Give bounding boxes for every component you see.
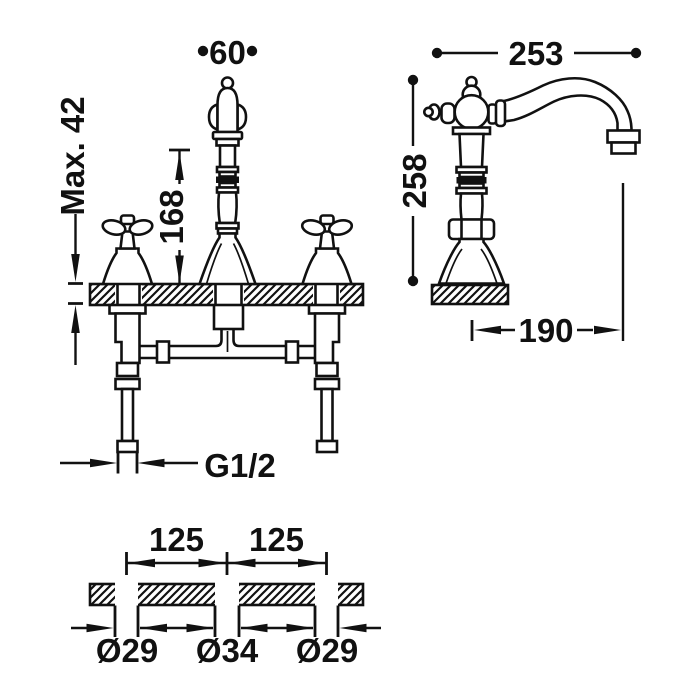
- bridge-pipe: [135, 329, 320, 364]
- dim-label-hole-left: Ø29: [96, 632, 158, 669]
- spout-column-side: [422, 75, 641, 285]
- aerator: [606, 129, 641, 144]
- dim-label-total-width: 253: [508, 35, 563, 72]
- dim-total-height: 258: [396, 74, 434, 287]
- right-underdeck-valve: [307, 303, 347, 454]
- dim-label-pitch-left: 125: [149, 521, 204, 558]
- dim-hole-diameters: Ø29 Ø34 Ø29: [71, 605, 381, 669]
- countertop-section-side: [430, 283, 510, 306]
- spout-arm: [502, 76, 633, 132]
- right-handle: [300, 214, 354, 286]
- hole-center: [215, 581, 239, 608]
- spout-column-front: [197, 76, 258, 286]
- hole-left: [115, 581, 138, 608]
- dim-label-hole-right: Ø29: [296, 632, 358, 669]
- dim-label-top-width: 60: [209, 34, 246, 71]
- dim-dot: [197, 45, 209, 57]
- left-underdeck-valve: [108, 303, 147, 454]
- dim-label-max-thickness: Max. 42: [54, 96, 91, 215]
- dimensions: 60 Max. 42 168 G1/2: [54, 34, 642, 669]
- dim-thread: G1/2: [60, 447, 276, 484]
- dim-label-spout-height: 168: [153, 189, 190, 244]
- dim-dot: [246, 45, 258, 57]
- center-shank: [212, 303, 245, 331]
- dim-max-thickness: Max. 42: [54, 96, 91, 365]
- valve-body-side: [453, 93, 490, 131]
- dim-total-width: 253: [431, 35, 642, 72]
- dim-label-spout-reach: 190: [518, 312, 573, 349]
- plan-view: [88, 581, 365, 608]
- dim-label-thread: G1/2: [204, 447, 276, 484]
- dim-label-hole-center: Ø34: [196, 632, 259, 669]
- side-view: [422, 75, 641, 306]
- dim-hole-pitch: 125 125: [125, 521, 328, 575]
- dim-spout-height: 168: [153, 148, 190, 284]
- dim-spout-reach: 190: [470, 183, 625, 349]
- front-view: [88, 76, 365, 454]
- dim-label-total-height: 258: [396, 153, 433, 208]
- dim-label-pitch-right: 125: [249, 521, 304, 558]
- left-handle: [101, 214, 154, 286]
- hole-right: [315, 581, 338, 608]
